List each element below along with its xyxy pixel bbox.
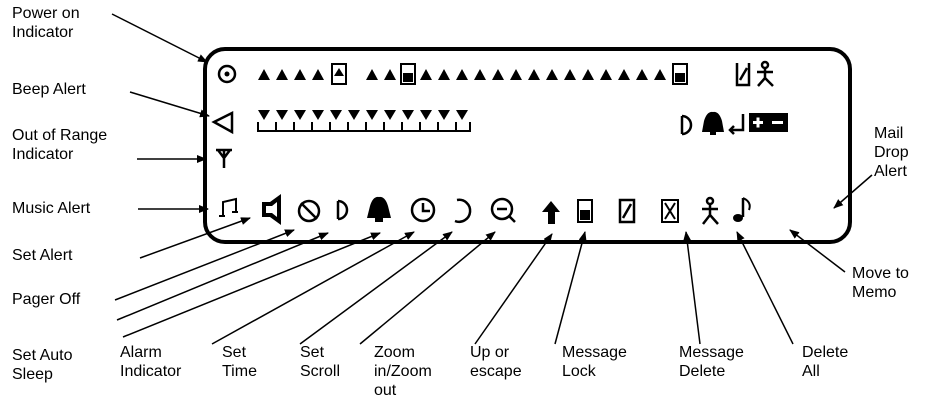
arrow-up-escape [474,233,553,345]
arrow-zoom [359,231,496,345]
arrow-power-on [111,13,208,63]
message-lock-icon [577,199,593,223]
arrow-mail-drop [833,174,873,209]
label-up-escape: Up or escape [470,344,522,380]
arrow-pager-off [114,229,295,301]
label-mail-drop: Mail Drop Alert [874,125,909,180]
clock-icon [410,197,436,223]
bell-icon [702,111,724,135]
arrow-set-auto-sleep [116,232,329,321]
label-music-alert: Music Alert [12,200,91,217]
label-set-auto-sleep: Set Auto Sleep [12,347,73,383]
label-delete-all: Delete All [802,344,849,380]
scroll-arc-icon [454,198,472,223]
label-message-delete: Message Delete [679,344,744,380]
auto-sleep-icon [336,199,349,221]
message-delete-icon [618,198,636,224]
arrow-set-time [211,231,415,345]
lcd-panel [203,47,852,244]
label-alarm-indicator: Alarm Indicator [120,344,182,380]
label-message-lock: Message Lock [562,344,627,380]
label-set-scroll: Set Scroll [300,344,341,380]
arrow-message-delete [683,231,701,345]
triangle-down-row [257,110,471,132]
arrow-beep-alert [129,91,210,118]
label-power-on: Power on Indicator [12,5,80,41]
label-out-of-range: Out of Range Indicator [12,127,108,163]
speaker-icon [262,194,281,225]
return-arrow-icon [728,114,745,135]
antenna-icon [216,148,232,168]
triangle-up-row [258,69,666,80]
label-set-alert: Set Alert [12,247,73,264]
cursor-block-icon [331,63,347,85]
arrow-delete-all [736,231,794,345]
lock-icon [400,63,416,85]
note-icon [733,197,751,222]
memo-person-icon [735,60,774,87]
lcd-icons [211,60,788,225]
label-set-time: Set Time [222,344,257,380]
arrow-alarm-indicator [122,232,381,338]
up-arrow-icon [542,201,560,224]
arrow-set-alert [139,217,251,259]
arrow-set-scroll [299,231,453,345]
beep-speaker-icon [211,110,234,135]
music-icon [219,197,238,217]
arrow-move-to-memo [789,229,846,273]
battery-icon [749,113,788,132]
zoom-icon [490,197,516,223]
pager-off-icon [297,199,321,223]
label-pager-off: Pager Off [12,291,81,308]
lock-icon-2 [672,63,688,85]
alarm-bell-icon [367,196,391,222]
power-circle-icon [217,64,237,84]
delete-all-icon [661,199,679,223]
move-memo-icon [702,196,719,225]
arrow-message-lock [554,231,587,345]
callout-arrows [111,13,873,345]
scroll-icon [680,114,693,136]
label-move-to-memo: Move to Memo [852,265,909,301]
label-zoom: Zoom in/Zoom out [374,344,432,399]
label-beep-alert: Beep Alert [12,81,86,98]
